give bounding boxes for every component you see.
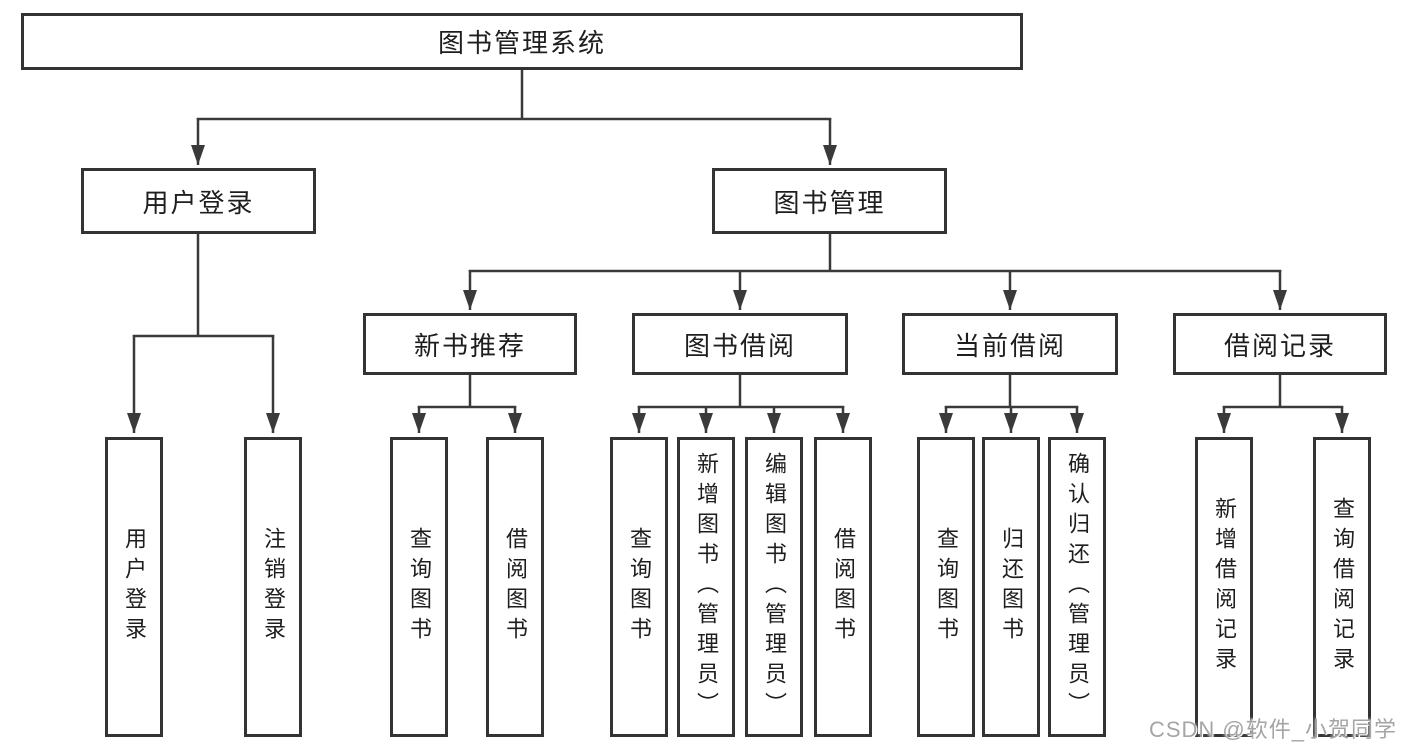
node-borrow-record-label: 借阅记录 [1223,330,1336,361]
node-leaf-query-book-rec-label: 查询图书 [407,527,432,647]
node-leaf-borrow-book-rec: 借阅图书 [486,437,544,737]
node-leaf-confirm-return-label: 确认归还（管理员） [1065,452,1090,722]
node-leaf-query-book-rec: 查询图书 [390,437,448,737]
node-leaf-query-book-borrow-label: 查询图书 [627,527,652,647]
node-leaf-logout: 注销登录 [244,437,302,737]
node-leaf-add-borrow-record: 新增借阅记录 [1195,437,1253,737]
connector-current-borrow-children [939,375,1084,433]
node-current-borrow: 当前借阅 [902,313,1118,375]
node-current-borrow-label: 当前借阅 [953,330,1066,361]
node-new-book-rec-label: 新书推荐 [413,330,526,361]
node-leaf-query-borrow-record: 查询借阅记录 [1313,437,1371,737]
node-book-mgmt-label: 图书管理 [773,187,886,218]
node-leaf-user-login-label: 用户登录 [122,527,147,647]
node-book-borrow: 图书借阅 [632,313,848,375]
connector-book-borrow-children [632,375,850,433]
node-leaf-add-book: 新增图书（管理员） [677,437,735,737]
node-book-borrow-label: 图书借阅 [683,330,796,361]
node-leaf-query-book-current: 查询图书 [917,437,975,737]
node-leaf-add-book-label: 新增图书（管理员） [694,452,719,722]
node-user-login: 用户登录 [81,168,316,234]
node-book-mgmt: 图书管理 [712,168,947,234]
node-root: 图书管理系统 [21,13,1023,70]
connector-book-mgmt-children [463,234,1287,310]
node-leaf-add-borrow-record-label: 新增借阅记录 [1212,497,1237,677]
node-leaf-query-borrow-record-label: 查询借阅记录 [1330,497,1355,677]
node-leaf-borrow-book-borrow: 借阅图书 [814,437,872,737]
node-leaf-query-book-current-label: 查询图书 [934,527,959,647]
node-leaf-confirm-return: 确认归还（管理员） [1048,437,1106,737]
node-user-login-label: 用户登录 [142,187,255,218]
connector-root-to-level2 [191,70,837,165]
node-leaf-borrow-book-rec-label: 借阅图书 [503,527,528,647]
csdn-watermark: CSDN @软件_小贺同学 [1148,717,1397,742]
node-leaf-borrow-book-borrow-label: 借阅图书 [831,527,856,647]
node-root-label: 图书管理系统 [437,28,606,58]
connector-new-book-rec-children [412,375,522,433]
node-leaf-logout-label: 注销登录 [261,527,286,647]
node-leaf-edit-book: 编辑图书（管理员） [745,437,803,737]
node-borrow-record: 借阅记录 [1173,313,1387,375]
node-leaf-return-book-label: 归还图书 [999,527,1024,647]
node-leaf-query-book-borrow: 查询图书 [610,437,668,737]
connector-user-login-children [127,234,280,433]
connector-borrow-record-children [1217,375,1349,433]
node-new-book-rec: 新书推荐 [363,313,577,375]
node-leaf-return-book: 归还图书 [982,437,1040,737]
node-leaf-user-login: 用户登录 [105,437,163,737]
node-leaf-edit-book-label: 编辑图书（管理员） [762,452,787,722]
